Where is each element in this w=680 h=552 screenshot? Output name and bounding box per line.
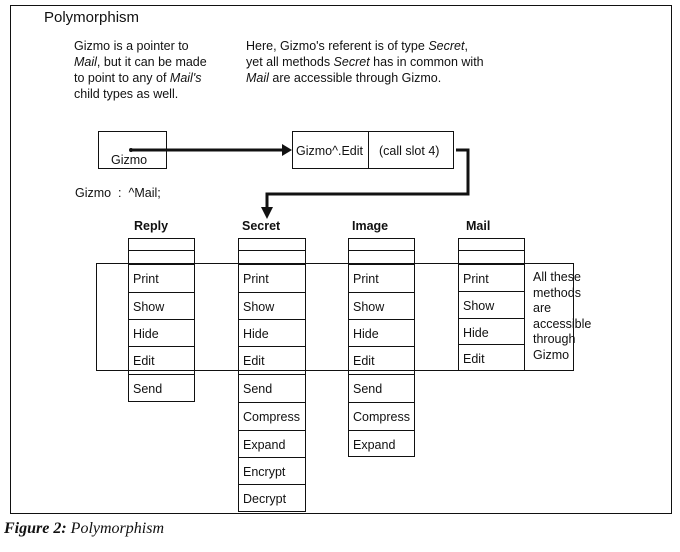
vmt-method-slot: Show	[129, 292, 194, 320]
vmt-method-slot: Edit	[459, 344, 524, 371]
figure-caption: Figure 2: Polymorphism	[4, 520, 164, 538]
vmt-title-secret: Secret	[242, 219, 281, 233]
vmt-method-slot: Send	[129, 374, 194, 402]
emphasis-mail-2: Mail	[246, 71, 269, 85]
left-line-2-rest: , but it can be made	[96, 55, 207, 69]
vmt-header-slot	[459, 250, 524, 278]
vmt-method-slot: Encrypt	[239, 457, 305, 485]
vmt-method-slot: Hide	[459, 318, 524, 346]
right-description: Here, Gizmo's referent is of type Secret…	[246, 38, 484, 86]
left-description: Gizmo is a pointer to Mail, but it can b…	[74, 38, 207, 102]
call-expression-box: Gizmo^.Edit	[292, 131, 369, 169]
vmt-method-slot: Hide	[349, 319, 414, 347]
call-expression-label: Gizmo^.Edit	[296, 144, 363, 158]
dispatch-arrow-head	[261, 207, 273, 219]
right-line-3: Mail are accessible through Gizmo.	[246, 70, 484, 86]
vmt-method-slot: Show	[459, 291, 524, 319]
vmt-mail: Print Show Hide Edit	[458, 238, 525, 371]
vmt-header-slot	[129, 250, 194, 278]
call-slot-label: (call slot 4)	[379, 144, 440, 158]
emphasis-mails: Mail's	[169, 71, 202, 85]
right-line-1: Here, Gizmo's referent is of type Secret…	[246, 38, 484, 54]
right-line-2-pre: yet all methods	[246, 55, 334, 69]
note-line: are	[533, 301, 552, 315]
vmt-title-reply: Reply	[134, 219, 169, 233]
left-line-3: to point to any of Mail's	[74, 70, 207, 86]
note-line: Gizmo	[533, 347, 570, 362]
vmt-method-slot: Edit	[129, 346, 194, 374]
caption-label: Figure 2:	[4, 520, 67, 537]
note-line: methods	[533, 285, 581, 300]
vmt-method-slot: Compress	[349, 402, 414, 430]
vmt-image: Print Show Hide Edit Send Compress Expan…	[348, 238, 415, 457]
vmt-method-slot: Compress	[239, 402, 305, 430]
note-line: All these	[533, 270, 581, 284]
caption-title: Polymorphism	[70, 520, 164, 537]
emphasis-secret-2: Secret	[333, 55, 370, 69]
note-line: through	[533, 332, 576, 346]
right-line-2: yet all methods Secret has in common wit…	[246, 54, 484, 70]
emphasis-secret: Secret	[428, 39, 465, 53]
vmt-method-slot: Print	[349, 264, 414, 292]
right-line-1-pre: Here, Gizmo's referent is of type	[246, 39, 429, 53]
emphasis-mail: Mail	[74, 55, 97, 69]
figure-frame	[10, 5, 672, 514]
call-slot-box: (call slot 4)	[368, 131, 454, 169]
vmt-method-slot: Edit	[239, 346, 305, 374]
vmt-header-slot	[349, 250, 414, 278]
pointer-declaration: Gizmo : ^Mail;	[75, 186, 161, 200]
pointer-variable-label: Gizmo	[111, 153, 148, 167]
right-line-3-post: are accessible through Gizmo.	[268, 71, 442, 85]
dispatch-arrow	[261, 148, 470, 219]
note-line: accessible	[533, 316, 592, 331]
vmt-title-image: Image	[352, 219, 389, 233]
left-line-4: child types as well.	[74, 87, 179, 101]
vmt-method-slot: Send	[239, 374, 305, 402]
pointer-arrow-head	[282, 144, 292, 156]
vmt-reply: Print Show Hide Edit Send	[128, 238, 195, 402]
right-line-1-post: ,	[464, 39, 468, 53]
vmt-method-slot: Hide	[129, 319, 194, 347]
vmt-method-slot: Send	[349, 374, 414, 402]
pointer-arrow	[129, 144, 292, 156]
vmt-method-slot: Show	[239, 292, 305, 320]
vmt-method-slot: Print	[129, 264, 194, 292]
vmt-method-slot: Hide	[239, 319, 305, 347]
common-methods-note: All these methods are accessible through…	[533, 270, 591, 363]
vmt-title-mail: Mail	[466, 219, 491, 233]
right-line-2-post: has in common with	[369, 55, 484, 69]
vmt-header-slot	[239, 250, 305, 278]
vmt-method-slot: Decrypt	[239, 484, 305, 512]
left-line-3-pre: to point to any of	[74, 71, 170, 85]
vmt-method-slot: Show	[349, 292, 414, 320]
figure-title: Polymorphism	[44, 9, 140, 26]
vmt-method-slot: Print	[239, 264, 305, 292]
left-line-2: Mail, but it can be made	[74, 54, 207, 70]
vmt-method-slot: Expand	[349, 430, 414, 458]
vmt-method-slot: Edit	[349, 346, 414, 374]
vmt-method-slot: Expand	[239, 430, 305, 458]
dispatch-arrow-path	[265, 148, 470, 210]
vmt-secret: Print Show Hide Edit Send Compress Expan…	[238, 238, 306, 512]
left-line-1: Gizmo is a pointer to	[74, 39, 189, 53]
vmt-method-slot: Print	[459, 264, 524, 292]
common-methods-outline	[96, 263, 574, 371]
